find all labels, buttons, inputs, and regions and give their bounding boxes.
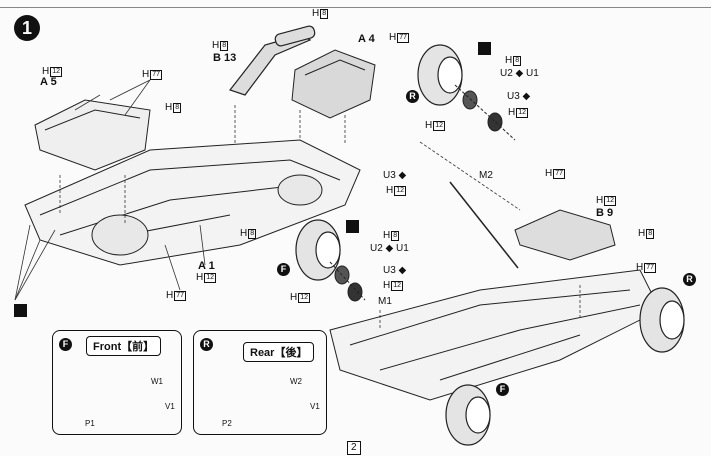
step-number-badge: 1 bbox=[14, 15, 40, 41]
label-a5: A 5 bbox=[40, 76, 57, 88]
front-w1: W1 bbox=[151, 377, 163, 386]
page-number: 2 bbox=[347, 441, 361, 455]
front-p1: P1 bbox=[85, 419, 95, 428]
label-a1: A 1 bbox=[198, 260, 215, 272]
tire-rear-top bbox=[417, 44, 463, 106]
tire-front-mid bbox=[295, 219, 341, 281]
label-b13: B 13 bbox=[213, 52, 237, 64]
part-a4-tank bbox=[291, 49, 376, 119]
hub-parts bbox=[329, 84, 516, 302]
chassis-frame-rear bbox=[24, 139, 361, 266]
front-box-title: Front【前】 bbox=[86, 336, 162, 356]
label-u3: U3 ◆ bbox=[507, 91, 531, 102]
marker-f-bottom: F bbox=[496, 383, 509, 396]
label-u2-u1: U2 ◆ U1 bbox=[500, 68, 539, 79]
header-strip bbox=[0, 0, 711, 8]
front-v1: V1 bbox=[165, 402, 175, 411]
paint-icons bbox=[14, 42, 491, 317]
part-b9-arm bbox=[514, 209, 616, 261]
callout-lines bbox=[14, 79, 206, 301]
rear-p2: P2 bbox=[222, 419, 232, 428]
tire-rear-right bbox=[639, 287, 685, 353]
marker-r-right: R bbox=[683, 273, 696, 286]
marker-r-box: R bbox=[200, 338, 213, 351]
label-u3-low: U3 ◆ bbox=[383, 265, 407, 276]
label-m2: M2 bbox=[479, 170, 493, 181]
label-u2-u1-mid: U2 ◆ U1 bbox=[370, 243, 409, 254]
chassis-frame-front bbox=[329, 269, 661, 401]
tire-front-bottom bbox=[445, 384, 491, 446]
guide-lines bbox=[59, 105, 581, 330]
part-b13-exhaust bbox=[229, 25, 316, 96]
label-m1: M1 bbox=[378, 296, 392, 307]
rear-box-title: Rear【後】 bbox=[243, 342, 315, 362]
rear-v1: V1 bbox=[310, 402, 320, 411]
marker-r-top: R bbox=[406, 90, 419, 103]
label-a4: A 4 bbox=[358, 33, 375, 45]
part-a5-shape bbox=[34, 99, 151, 171]
marker-f-box: F bbox=[59, 338, 72, 351]
label-u3-mid: U3 ◆ bbox=[383, 170, 407, 181]
rod-m2 bbox=[449, 181, 519, 269]
rear-w2: W2 bbox=[290, 377, 302, 386]
marker-f-mid: F bbox=[277, 263, 290, 276]
label-b9: B 9 bbox=[596, 207, 614, 219]
